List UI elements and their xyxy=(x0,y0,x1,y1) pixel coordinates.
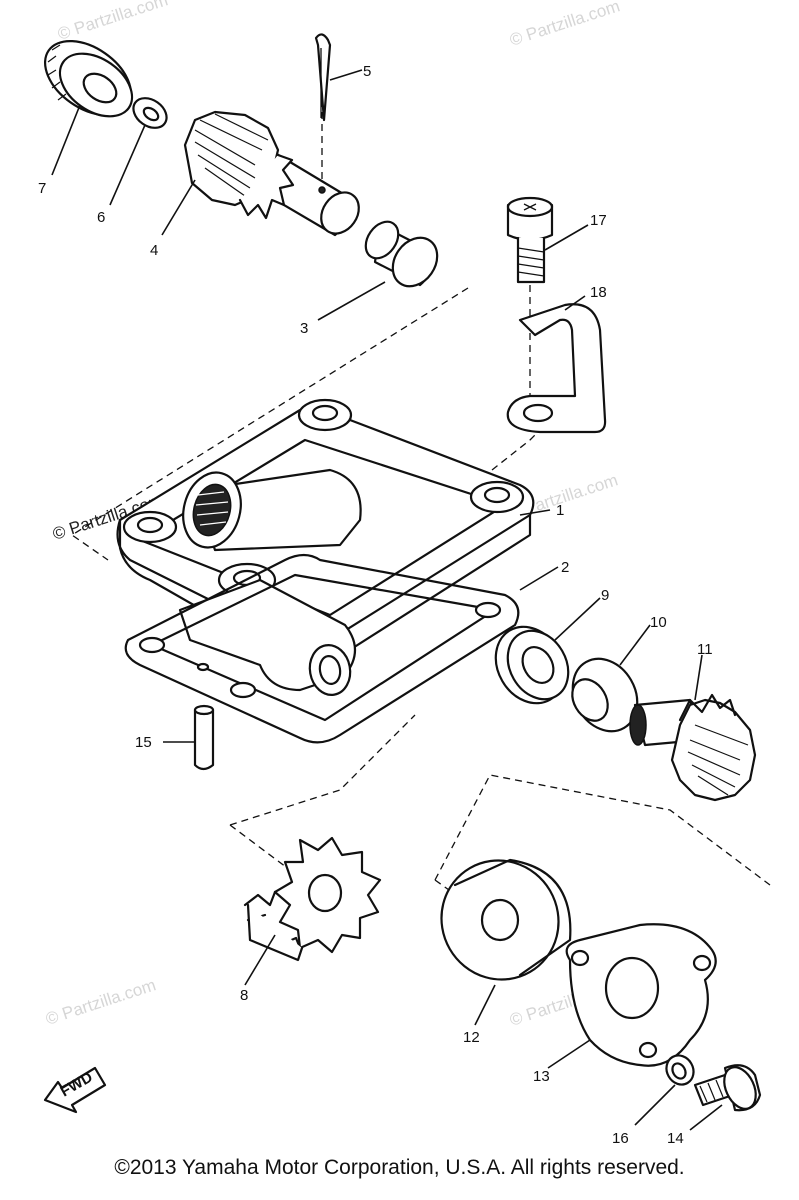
bushing-part-3 xyxy=(364,220,439,288)
callout-18: 18 xyxy=(590,284,607,301)
fwd-arrow-icon: FWD xyxy=(43,1066,107,1114)
rotor-part-12 xyxy=(440,858,572,981)
callout-10: 10 xyxy=(650,614,667,631)
callout-5: 5 xyxy=(363,63,371,80)
gasket-part-2 xyxy=(124,553,520,744)
driven-gear-part-11 xyxy=(629,693,757,802)
drive-gear-part-4 xyxy=(183,110,360,237)
watermark-top-right: © Partzilla.com xyxy=(507,0,622,50)
assembly-lines xyxy=(70,100,771,906)
callout-9: 9 xyxy=(601,587,609,604)
washer-part-6 xyxy=(132,97,168,129)
leader-lines xyxy=(51,69,723,1131)
callout-15: 15 xyxy=(135,734,152,751)
callout-3: 3 xyxy=(300,320,308,337)
callout-17: 17 xyxy=(590,212,607,229)
bolt-part-17 xyxy=(506,196,554,284)
callouts: 7 6 4 5 3 17 18 1 2 9 10 11 15 8 12 13 1… xyxy=(38,63,713,1147)
screw-part-14 xyxy=(693,1064,762,1112)
dowel-pin-part-15 xyxy=(193,704,215,771)
callout-16: 16 xyxy=(612,1130,629,1147)
copyright-notice: ©2013 Yamaha Motor Corporation, U.S.A. A… xyxy=(114,1156,685,1179)
cotter-pin-part-5 xyxy=(314,33,332,122)
pump-gear-part-8 xyxy=(243,836,382,962)
callout-4: 4 xyxy=(150,242,158,259)
o-ring-part-10 xyxy=(571,657,639,733)
callout-14: 14 xyxy=(667,1130,684,1147)
callout-6: 6 xyxy=(97,209,105,226)
callout-8: 8 xyxy=(240,987,248,1004)
callout-7: 7 xyxy=(38,180,46,197)
callout-13: 13 xyxy=(533,1068,550,1085)
watermark-top-left: © Partzilla.com xyxy=(55,0,170,44)
cover-plate-part-13 xyxy=(565,923,717,1067)
washer-part-16 xyxy=(665,1054,695,1086)
seal-part-9 xyxy=(494,625,570,705)
callout-12: 12 xyxy=(463,1029,480,1046)
seal-part-7 xyxy=(43,39,134,118)
bracket-part-18 xyxy=(506,303,607,434)
watermark-bottom-left: © Partzilla.com xyxy=(43,975,158,1028)
pump-cover-part-1 xyxy=(116,398,535,696)
callout-11: 11 xyxy=(697,641,713,658)
callout-1: 1 xyxy=(556,502,564,519)
callout-2: 2 xyxy=(561,559,569,576)
